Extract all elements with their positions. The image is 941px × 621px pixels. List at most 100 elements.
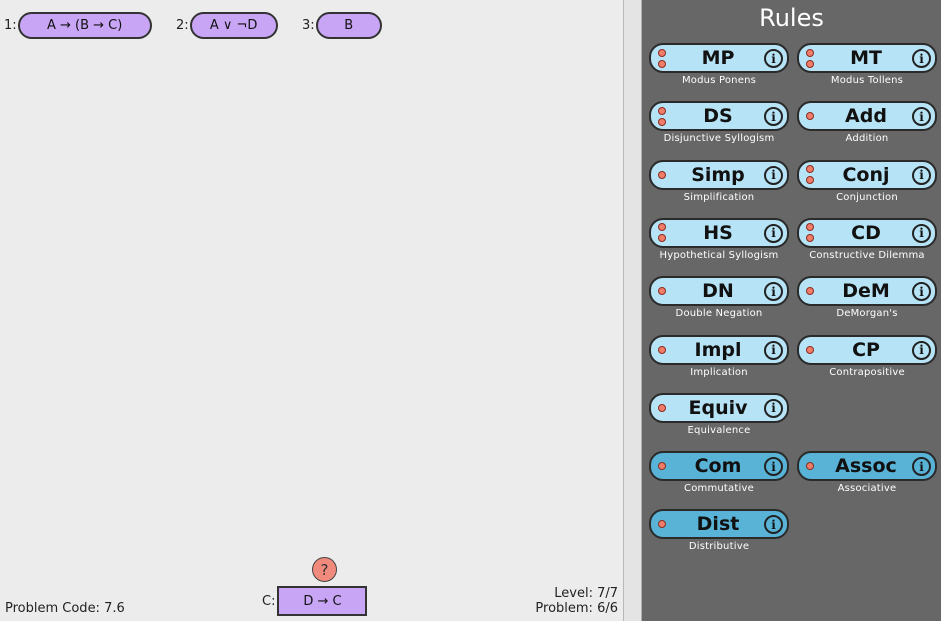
premise-1[interactable]: 1: A → (B → C) [4, 12, 152, 39]
info-icon[interactable]: i [912, 340, 931, 360]
info-icon[interactable]: i [764, 457, 783, 477]
info-icon[interactable]: i [912, 457, 931, 477]
info-icon[interactable]: i [764, 49, 783, 68]
problem-code: Problem Code: 7.6 [5, 601, 125, 616]
rule-abbreviation: Simp [691, 163, 745, 186]
input-slot-icon [658, 453, 666, 479]
level-indicator: Level: 7/7 [554, 586, 618, 601]
premise-formula[interactable]: A → (B → C) [17, 12, 152, 39]
rule-abbreviation: Equiv [688, 396, 748, 419]
panel-divider[interactable] [623, 0, 642, 621]
info-icon[interactable]: i [764, 282, 783, 302]
info-icon[interactable]: i [764, 223, 783, 243]
info-icon[interactable]: i [764, 107, 783, 127]
rule-abbreviation: HS [703, 221, 733, 244]
rule-description: Simplification [683, 191, 755, 203]
info-icon[interactable]: i [764, 398, 783, 418]
rule-button[interactable]: HS i [649, 217, 789, 248]
info-icon[interactable]: i [912, 223, 931, 243]
rule-description: Double Negation [675, 308, 763, 320]
problem-indicator: Problem: 6/6 [535, 601, 618, 616]
input-dot [658, 287, 666, 296]
rule-abbreviation: DN [702, 280, 734, 303]
input-slot-icon [806, 103, 814, 129]
premise-number: 1: [4, 18, 17, 33]
input-slot-icon [806, 220, 814, 246]
info-icon[interactable]: i [912, 282, 931, 302]
input-slot-icon [658, 45, 666, 71]
input-slot-icon [806, 162, 814, 188]
rule-description: Contrapositive [829, 366, 905, 378]
rule-description: Commutative [684, 483, 754, 495]
info-icon[interactable]: i [764, 340, 783, 360]
rule-description: DeMorgan's [836, 308, 898, 320]
rule-button[interactable]: Add i [797, 101, 937, 132]
premise-3[interactable]: 3: B [302, 12, 382, 39]
hint-button[interactable]: ? [312, 557, 337, 582]
input-dot [658, 223, 666, 232]
rule-description: Conjunction [836, 191, 898, 203]
info-icon[interactable]: i [912, 107, 931, 127]
input-slot-icon [658, 395, 666, 421]
input-dot [658, 520, 666, 529]
rule-description: Equivalence [687, 424, 751, 436]
rule-abbreviation: Assoc [835, 455, 897, 478]
info-icon[interactable]: i [912, 49, 931, 68]
premise-formula[interactable]: B [315, 12, 382, 39]
rule-description: Distributive [688, 541, 750, 553]
rule-abbreviation: Impl [694, 338, 742, 361]
rule-description: Associative [837, 483, 897, 495]
info-icon[interactable]: i [764, 515, 783, 535]
info-icon[interactable]: i [764, 165, 783, 185]
input-dot [658, 59, 666, 68]
rule-description: Modus Ponens [681, 75, 757, 86]
info-icon[interactable]: i [912, 165, 931, 185]
input-dot [806, 345, 814, 354]
input-dot [806, 223, 814, 232]
rule-abbreviation: DeM [842, 280, 890, 303]
rule-button[interactable]: DN i [649, 276, 789, 307]
premise-number: 3: [302, 18, 315, 33]
rule-description: Constructive Dilemma [809, 249, 925, 261]
input-dot [806, 287, 814, 296]
premise-2[interactable]: 2: A ∨ ¬D [176, 12, 278, 39]
rule-abbreviation: Add [845, 105, 887, 128]
input-slot-icon [806, 337, 814, 363]
rule-button[interactable]: Impl i [649, 334, 789, 365]
premise-formula[interactable]: A ∨ ¬D [189, 12, 278, 39]
rule-button[interactable]: DeM i [797, 276, 937, 307]
conclusion-formula[interactable]: D → C [277, 586, 368, 616]
input-slot-icon [806, 278, 814, 304]
input-dot [658, 345, 666, 354]
input-dot [658, 403, 666, 412]
rule-description: Hypothetical Syllogism [659, 249, 779, 261]
